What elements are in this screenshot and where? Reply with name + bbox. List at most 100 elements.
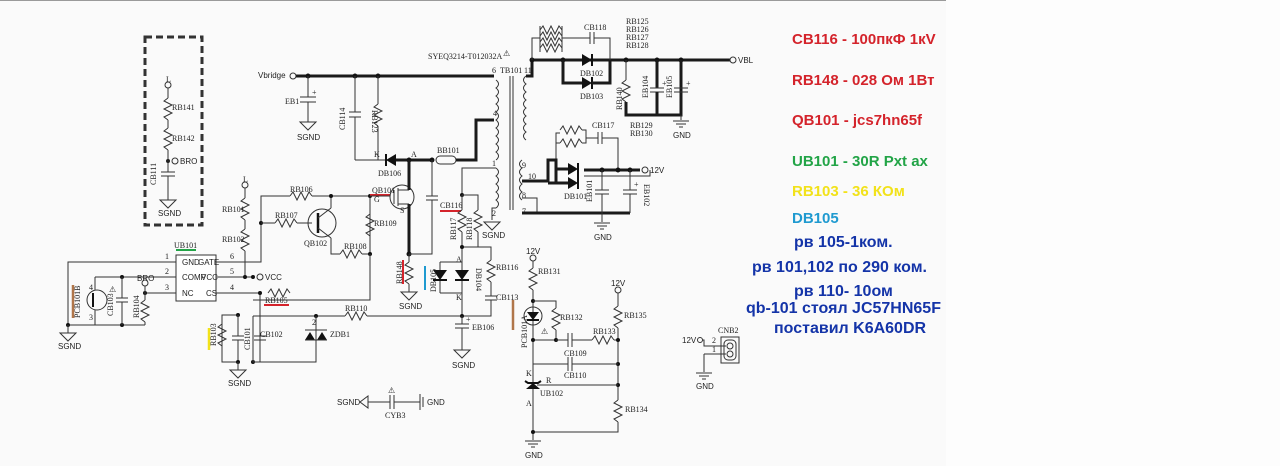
zd-pin2: 2: [312, 318, 316, 327]
warning-icon: ⚠: [109, 285, 116, 294]
annotation-ub101: UB101 - 30R Pxt ax: [792, 153, 928, 170]
rb134-label: RB134: [625, 405, 648, 414]
tb-pin8: 8: [522, 191, 526, 200]
cb113-label: CB113: [496, 293, 518, 302]
pin-g: G: [374, 195, 380, 204]
pin-k: K: [374, 150, 380, 159]
db104-label: DB104: [474, 268, 483, 291]
qb101-label: QB101: [372, 186, 395, 195]
vbl-output: CB118 RB125 RB126 RB127 RB128 DB102 DB10…: [526, 17, 754, 140]
pin-k: K: [456, 293, 462, 302]
db106-label: DB106: [378, 169, 401, 178]
cb116-label: CB116: [440, 201, 462, 210]
annotation-cb116: CB116 - 100пкФ 1кV: [792, 31, 936, 48]
resistor-rb104: [140, 299, 150, 323]
cb102-label: CB102: [260, 330, 283, 339]
warning-icon: ⚠: [541, 327, 548, 336]
zdb1-label: ZDB1: [330, 330, 350, 339]
db105-label: DB105: [429, 269, 438, 292]
pin-comp: COMP: [182, 273, 206, 282]
annotation-rb101-102: рв 101,102 по 290 ком.: [752, 259, 927, 276]
sgnd-label: SGND: [228, 379, 251, 388]
tb-pin6: 6: [492, 66, 496, 75]
qb102-label: QB102: [304, 239, 327, 248]
gate-driver: RB106 RB107 QB102 RB108 RB109 QB101 G S: [253, 160, 462, 362]
sgnd-label: SGND: [158, 209, 181, 218]
diode-db104: [455, 270, 469, 280]
resistor-rb142: [163, 127, 173, 151]
net-vbl-label: VBL: [738, 56, 754, 65]
net-l-label: L: [243, 175, 248, 184]
warning-icon: ⚠: [388, 386, 395, 395]
eb106-label: EB106: [472, 323, 494, 332]
pin-gate: GATE: [198, 258, 219, 267]
opto-pin4: 4: [89, 283, 93, 292]
resistor-rb129: [559, 125, 583, 135]
zener-zdb1: [305, 332, 315, 340]
phototransistor: [86, 289, 108, 311]
plus-sign: +: [634, 180, 639, 189]
rb109-label: RB109: [374, 219, 397, 228]
sgnd-symbol: [159, 199, 177, 209]
bro-divider-box: L RB141 RB142 BRO CB111 SGND: [143, 35, 204, 227]
plus-sign: +: [686, 79, 691, 88]
plus-sign: +: [466, 315, 471, 324]
gnd-label: GND: [696, 382, 714, 391]
rb130-label: RB130: [630, 129, 653, 138]
cb118-label: CB118: [584, 23, 606, 32]
plus-sign: +: [312, 88, 317, 97]
resistor-rb141: [163, 97, 173, 121]
diode-db103: [582, 77, 592, 89]
opto-led-pcb101a: [523, 306, 543, 326]
rb127-label: RB127: [626, 33, 649, 42]
eb104-label: EB104: [641, 76, 650, 98]
transformer-tb101: SYEQ3214-T012032A ⚠ TB101 11 1 2 SGND 9 …: [428, 49, 536, 240]
pin-a: A: [456, 255, 462, 264]
pin-a: A: [411, 150, 417, 159]
net-bro-label: BRO: [180, 157, 197, 166]
rb135-label: RB135: [624, 311, 647, 320]
gnd-symbol: [695, 372, 713, 380]
rb148-label: RB148: [395, 261, 404, 284]
12v-output: RB129 RB130 CB117 12V DB101 EB101 + EB10…: [522, 121, 665, 242]
diode-db102: [582, 54, 592, 66]
gnd-symbol: [524, 440, 542, 448]
net-12v-label: 12V: [611, 279, 626, 288]
rb105-label: RB105: [265, 296, 288, 305]
sgnd-label: SGND: [482, 231, 505, 240]
blank-margin: [946, 0, 1280, 466]
resistor-rb108: [339, 249, 363, 259]
pcb101b-label: PCB101B: [73, 286, 82, 318]
net-vcc-label: VCC: [265, 273, 282, 282]
annotation-db105: DB105: [792, 210, 839, 227]
bead-bb101: [435, 155, 457, 165]
ub-pin3: 3: [165, 283, 169, 292]
net-12v-label: 12V: [682, 336, 697, 345]
cs-network: RB103 CB101 CB102 SGND ZDB1 2 RB110: [207, 304, 420, 388]
resistor-rb131: [528, 267, 538, 291]
resistor-rb110: [344, 311, 368, 321]
gnd-label: GND: [427, 398, 445, 407]
transformer-part-label: SYEQ3214-T012032A: [428, 52, 502, 61]
gnd-label: GND: [673, 131, 691, 140]
net-vbridge-label: Vbridge: [258, 71, 286, 80]
rb132-label: RB132: [560, 313, 583, 322]
feedback-circuit: 12V RB131 PCB101A ⚠ RB132 CB109 RB133 12…: [511, 247, 648, 460]
annotation-qb101-new: поставил K6A60DR: [774, 320, 927, 337]
sgnd-label: SGND: [452, 361, 475, 370]
rb128-label: RB128: [626, 41, 649, 50]
cnb-pin1: 1: [712, 345, 716, 354]
rb123-label: RB123: [370, 110, 379, 133]
ub-pin5: 5: [230, 267, 234, 276]
tb-pin9: 9: [522, 161, 526, 170]
aux-winding: RB117 RB118 DB105 DB104 A K RB116 CB113 …: [420, 193, 518, 370]
sgnd-label: SGND: [337, 398, 360, 407]
rb108-label: RB108: [344, 242, 367, 251]
resistor-rb116: [486, 259, 496, 283]
eb102-label: EB102: [642, 184, 651, 206]
rb104-label: RB104: [132, 295, 141, 318]
diode-db105: [433, 270, 447, 280]
annotation-rb103: RB103 - 36 КОм: [792, 183, 905, 200]
rb129-label: RB129: [630, 121, 653, 130]
db101-label: DB101: [564, 192, 587, 201]
